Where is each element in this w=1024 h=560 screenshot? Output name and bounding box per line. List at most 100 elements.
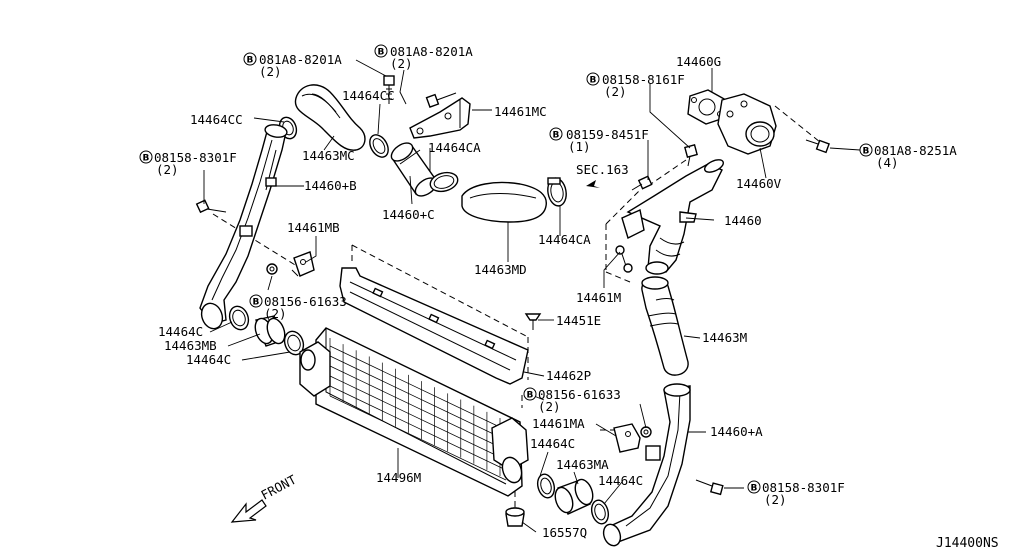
bolt-08158-8161f-drawing bbox=[684, 144, 698, 167]
label-081a8-8201a-mid: 081A8-8201A bbox=[390, 44, 473, 59]
clamp-14464ca-b-drawing bbox=[547, 177, 567, 207]
svg-text:B: B bbox=[253, 298, 260, 308]
qty-081a8-8201a-left: (2) bbox=[259, 64, 282, 79]
bolt-symbol-icon: B bbox=[859, 143, 873, 157]
cover-14462p-drawing bbox=[339, 267, 529, 385]
qty-08156-61633-right: (2) bbox=[538, 399, 561, 414]
intercooler-14496m-drawing bbox=[299, 327, 529, 497]
label-sec163: SEC.163 bbox=[576, 162, 629, 177]
label-081a8-8251a: 081A8-8251A bbox=[874, 143, 957, 158]
bolt-08158-8301f-left-drawing bbox=[195, 199, 227, 214]
qty-08158-8301f-left: (2) bbox=[156, 162, 179, 177]
clamp-14464c-c-drawing bbox=[536, 473, 556, 499]
qty-08158-8161f: (2) bbox=[604, 84, 627, 99]
label-14464c-a: 14464C bbox=[158, 324, 203, 339]
qty-08158-8301f-right: (2) bbox=[764, 492, 787, 507]
leader-lines bbox=[203, 59, 861, 533]
label-14464c-b: 14464C bbox=[186, 352, 231, 367]
clamp-14464c-b-drawing bbox=[283, 330, 305, 356]
label-14496m: 14496M bbox=[376, 470, 421, 485]
bolt-081a8-8251a-drawing bbox=[805, 139, 830, 154]
bolt-08156-61633-left-drawing bbox=[266, 263, 278, 275]
bolt-08159-8451f-drawing bbox=[631, 175, 653, 191]
clamp-14464c-d-drawing bbox=[590, 499, 610, 525]
clamp-14464ca-a-drawing bbox=[429, 171, 459, 193]
label-14460g: 14460G bbox=[676, 54, 721, 69]
svg-text:B: B bbox=[527, 391, 534, 401]
sec163-arrow-drawing bbox=[586, 180, 600, 188]
bolt-08156-61633-right-drawing bbox=[640, 426, 652, 438]
label-16557q: 16557Q bbox=[542, 525, 587, 540]
pipe-14460b-drawing bbox=[199, 124, 288, 330]
label-14461ma: 14461MA bbox=[532, 416, 585, 431]
label-14460v: 14460V bbox=[736, 176, 782, 191]
label-14462p: 14462P bbox=[546, 368, 591, 383]
bolt-symbol-icon: B bbox=[523, 387, 537, 401]
svg-text:B: B bbox=[247, 56, 254, 66]
label-08159-8451f: 08159-8451F bbox=[566, 127, 649, 142]
bolt-081a8-8201a-mid-drawing bbox=[425, 92, 457, 108]
bolt-symbol-icon: B bbox=[747, 480, 761, 494]
intercooler-core-line bbox=[329, 385, 507, 471]
label-08158-8161f: 08158-8161F bbox=[602, 72, 685, 87]
clamp-14464cc-b-drawing bbox=[369, 134, 389, 158]
pipe-14460-drawing bbox=[615, 159, 725, 275]
bracket-14461mc-drawing bbox=[409, 97, 471, 139]
label-14461mc: 14461MC bbox=[494, 104, 547, 119]
label-14461mb: 14461MB bbox=[287, 220, 340, 235]
label-14460b: 14460+B bbox=[304, 178, 357, 193]
label-14464c-d: 14464C bbox=[598, 473, 643, 488]
hose-14463mb-drawing bbox=[254, 315, 286, 347]
hose-14463mc-drawing bbox=[294, 84, 366, 151]
intercooler-core-line bbox=[329, 375, 507, 461]
label-14464c-c: 14464C bbox=[530, 436, 575, 451]
svg-text:B: B bbox=[863, 147, 870, 157]
label-14463mb: 14463MB bbox=[164, 338, 217, 353]
label-14460a: 14460+A bbox=[710, 424, 763, 439]
label-14464ca-a: 14464CA bbox=[428, 140, 481, 155]
intercooler-core-line bbox=[329, 395, 507, 481]
bracket-14461mb-drawing bbox=[291, 251, 315, 277]
label-08156-61633-left: 08156-61633 bbox=[264, 294, 347, 309]
bolt-symbol-icon: B bbox=[249, 294, 263, 308]
label-14461m: 14461M bbox=[576, 290, 621, 305]
bolt-08158-8301f-right-drawing bbox=[695, 479, 724, 496]
bracket-14461ma-drawing bbox=[613, 423, 641, 453]
label-14451e: 14451E bbox=[556, 313, 601, 328]
label-14463md: 14463MD bbox=[474, 262, 527, 277]
qty-08159-8451f: (1) bbox=[568, 139, 591, 154]
intercooler-core-line bbox=[329, 345, 507, 431]
front-direction-label: FRONT bbox=[258, 472, 299, 503]
qty-08156-61633-left: (2) bbox=[264, 306, 287, 321]
label-14464cc-b: 14464CC bbox=[342, 88, 395, 103]
qty-081a8-8201a-mid: (2) bbox=[390, 56, 413, 71]
svg-text:B: B bbox=[378, 48, 385, 58]
label-14464cc-a: 14464CC bbox=[190, 112, 243, 127]
svg-text:B: B bbox=[590, 76, 597, 86]
bolt-symbol-icon: B bbox=[374, 44, 388, 58]
svg-text:B: B bbox=[553, 131, 560, 141]
hose-14463m-drawing bbox=[641, 276, 689, 376]
label-14460: 14460 bbox=[724, 213, 762, 228]
front-arrow-icon bbox=[230, 499, 267, 523]
bolt-symbol-icon: B bbox=[549, 127, 563, 141]
bolt-symbol-icon: B bbox=[586, 72, 600, 86]
hose-14463md-drawing bbox=[461, 181, 547, 223]
qty-081a8-8251a: (4) bbox=[876, 155, 899, 170]
intercooler-core-line bbox=[329, 365, 507, 451]
label-14460c: 14460+C bbox=[382, 207, 435, 222]
bolt-symbol-icon: B bbox=[139, 150, 153, 164]
bolt-symbol-icon: B bbox=[243, 52, 257, 66]
adapter-14460v-drawing bbox=[717, 93, 777, 155]
label-08158-8301f-left: 08158-8301F bbox=[154, 150, 237, 165]
clamp-14464c-a-drawing bbox=[228, 305, 250, 331]
hose-14463ma-drawing bbox=[554, 478, 594, 515]
svg-text:B: B bbox=[751, 484, 758, 494]
label-14463ma: 14463MA bbox=[556, 457, 609, 472]
diagram-code: J14400NS bbox=[936, 536, 999, 551]
clip-14451e-drawing bbox=[524, 313, 542, 330]
part-labels: B 081A8-8201A (2) B 081A8-8201A (2) 1446… bbox=[139, 44, 999, 551]
intercooler-core-line bbox=[329, 355, 507, 441]
